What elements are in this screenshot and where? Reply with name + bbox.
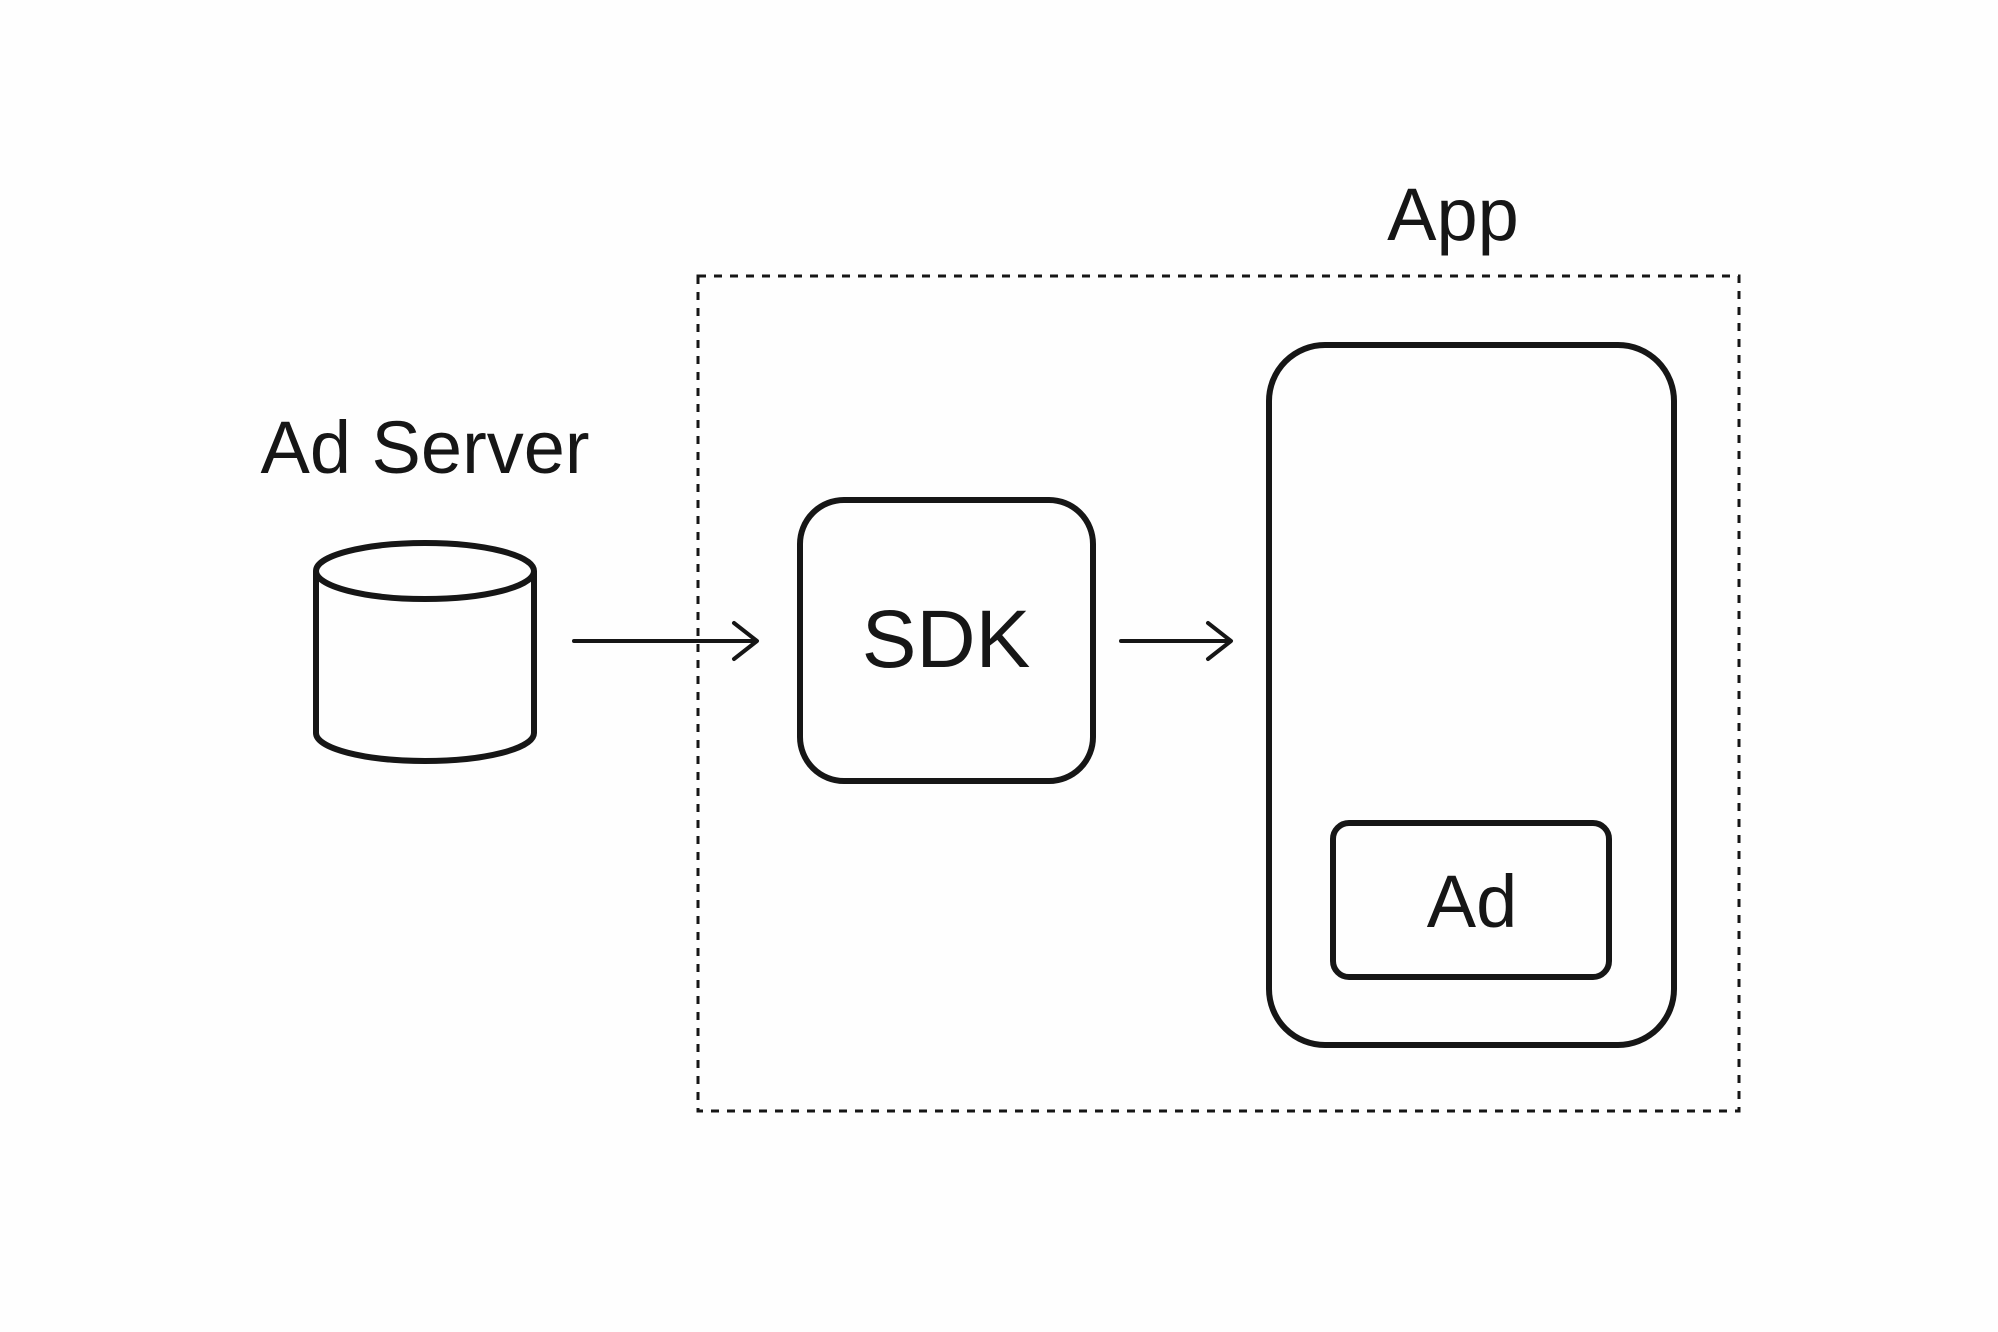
database-cylinder-icon [313, 540, 537, 764]
ad-server-label: Ad Server [260, 406, 589, 489]
ad-slot [1330, 820, 1612, 980]
sdk-box [797, 497, 1096, 784]
app-container [696, 274, 1741, 1113]
sdk-label: SDK [862, 594, 1031, 685]
arrow-ad-server-to-sdk [572, 621, 759, 661]
app-label: App [1387, 173, 1519, 256]
phone-icon [1266, 342, 1677, 1048]
ad-label: Ad [1427, 860, 1518, 943]
arrow-sdk-to-phone [1119, 621, 1233, 661]
